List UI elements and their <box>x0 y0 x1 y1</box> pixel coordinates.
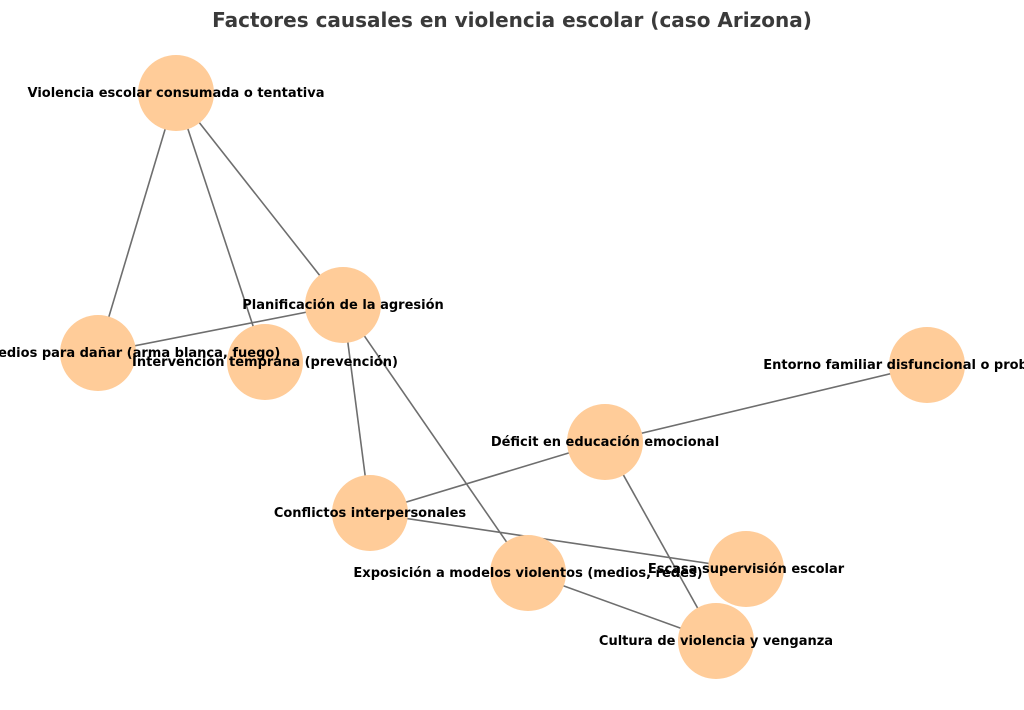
edge-planificacion-medios <box>97 304 344 354</box>
node-label-intervencion: Intervención temprana (prevención) <box>132 355 398 370</box>
edge-violencia-medios <box>97 92 177 354</box>
node-supervision <box>708 531 784 607</box>
edge-entorno-deficit <box>604 364 928 443</box>
nodes-layer <box>60 55 965 679</box>
node-conflictos <box>332 475 408 551</box>
node-intervencion <box>227 324 303 400</box>
node-label-deficit: Déficit en educación emocional <box>491 435 719 450</box>
node-cultura <box>678 603 754 679</box>
node-label-planificacion: Planificación de la agresión <box>242 298 444 313</box>
node-exposicion <box>490 535 566 611</box>
node-label-conflictos: Conflictos interpersonales <box>274 506 467 521</box>
node-planificacion <box>305 267 381 343</box>
node-label-medios: Acceso a medios para dañar (arma blanca,… <box>0 346 280 361</box>
diagram-title: Factores causales en violencia escolar (… <box>212 8 812 32</box>
node-entorno <box>889 327 965 403</box>
node-deficit <box>567 404 643 480</box>
node-violencia <box>138 55 214 131</box>
edge-deficit-conflictos <box>369 441 606 514</box>
edge-violencia-planificacion <box>175 92 344 306</box>
labels-layer: Violencia escolar consumada o tentativaP… <box>0 86 1024 649</box>
node-label-supervision: Escasa supervisión escolar <box>648 562 845 577</box>
node-label-cultura: Cultura de violencia y venganza <box>599 634 833 649</box>
edge-conflictos-supervision <box>369 512 747 570</box>
edge-violencia-intervencion <box>175 92 266 363</box>
node-label-violencia: Violencia escolar consumada o tentativa <box>27 86 324 101</box>
node-label-entorno: Entorno familiar disfuncional o problemá… <box>763 358 1024 373</box>
node-medios <box>60 315 136 391</box>
edge-planificacion-exposicion <box>342 304 529 574</box>
node-label-exposicion: Exposición a modelos violentos (medios, … <box>353 566 702 581</box>
